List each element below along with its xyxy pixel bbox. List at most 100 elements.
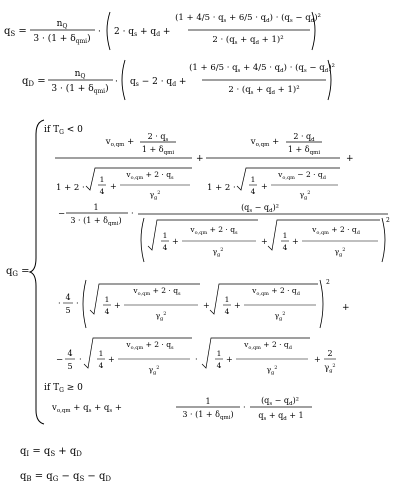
svg-text:·: · [79, 355, 82, 365]
svg-text:4: 4 [65, 293, 70, 302]
eq2-lhs: qD = [22, 76, 46, 88]
eq1-num: nQ [57, 19, 68, 30]
svg-text:+: + [226, 355, 233, 364]
svg-text:+: + [314, 355, 321, 364]
svg-text:4: 4 [283, 243, 288, 252]
svg-text:1: 1 [283, 231, 288, 240]
svg-text:3 · (1 + δqmi): 3 · (1 + δqmi) [70, 216, 121, 227]
svg-text:vo,qm + 2 · qs: vo,qm + 2 · qs [132, 286, 181, 297]
svg-text:2 · qs: 2 · qs [148, 132, 169, 143]
svg-text:1: 1 [99, 349, 104, 358]
svg-text:+: + [234, 301, 241, 310]
eq2-frac-den: 2 · (qs + qd + 1)² [228, 84, 299, 96]
svg-text:1: 1 [251, 175, 256, 184]
svg-text:·: · [243, 403, 246, 413]
svg-text:4: 4 [100, 187, 105, 196]
svg-text:vo,qm + 2 · qs: vo,qm + 2 · qs [189, 225, 238, 236]
svg-text:2: 2 [327, 349, 332, 358]
svg-text:+: + [114, 301, 121, 310]
eq1-inner: 2 · qs + qd + [114, 27, 170, 38]
eq2-inner: qs − 2 · qd + [130, 77, 186, 88]
svg-text:γg2: γg2 [156, 311, 167, 322]
svg-text:vo,qm + 2 · qd: vo,qm + 2 · qd [251, 286, 301, 297]
svg-text:(qs − qd)²: (qs − qd)² [241, 203, 279, 214]
svg-text:·: · [98, 27, 101, 37]
equation-qd: qD = nQ 3 · (1 + δqmi) · qs − 2 · qd + (… [22, 59, 335, 101]
svg-text:1: 1 [205, 397, 210, 406]
svg-text:1 + δqmi: 1 + δqmi [142, 145, 174, 156]
svg-text:4: 4 [225, 307, 230, 316]
eq3-brace [28, 119, 45, 425]
svg-text:γg2: γg2 [267, 365, 278, 376]
svg-text:γg2: γg2 [213, 247, 224, 258]
svg-text:3 · (1 + δqmi): 3 · (1 + δqmi) [182, 410, 233, 421]
svg-text:qs + qd + 1: qs + qd + 1 [258, 411, 303, 422]
eq1-lhs: qS = [4, 26, 27, 38]
svg-text:+: + [261, 182, 268, 191]
svg-text:−: − [56, 355, 63, 365]
svg-text:5: 5 [65, 306, 70, 315]
svg-text:·: · [58, 299, 61, 309]
svg-text:2: 2 [386, 217, 390, 224]
svg-text:vo,qm + qs + qs +: vo,qm + qs + qs + [51, 403, 122, 414]
svg-text:1: 1 [217, 349, 222, 358]
svg-text:4: 4 [99, 361, 104, 370]
svg-text:4: 4 [217, 361, 222, 370]
svg-text:·: · [115, 77, 118, 87]
svg-text:1: 1 [93, 203, 98, 212]
svg-text:γg2: γg2 [150, 190, 161, 201]
svg-text:+: + [292, 237, 299, 246]
svg-text:1: 1 [105, 295, 110, 304]
svg-text:2: 2 [326, 279, 330, 286]
svg-text:·: · [195, 355, 198, 365]
svg-text:γg2: γg2 [149, 365, 160, 376]
svg-text:1: 1 [225, 295, 230, 304]
svg-text:+: + [108, 355, 115, 364]
eq1-frac-num: (1 + 4/5 · qs + 6/5 · qd) · (qs − qd)² [175, 12, 321, 24]
eq3-lhs: qG = [6, 266, 30, 278]
svg-text:1: 1 [100, 175, 105, 184]
svg-text:γg2: γg2 [275, 311, 286, 322]
svg-text:vo,qm +: vo,qm + [105, 137, 134, 148]
svg-text:vo,qm + 2 · qd: vo,qm + 2 · qd [243, 340, 293, 351]
svg-text:+: + [203, 301, 210, 310]
svg-text:γg2: γg2 [335, 247, 346, 258]
eq5: qB = qG − qS − qD [20, 471, 111, 483]
svg-text:4: 4 [251, 187, 256, 196]
svg-text:·: · [131, 209, 134, 219]
svg-text:5: 5 [67, 362, 72, 371]
eq3-cond-lt: if TG < 0 [44, 125, 83, 136]
svg-text:1 + 2 ·: 1 + 2 · [207, 183, 236, 193]
svg-text:2 · qd: 2 · qd [293, 132, 315, 143]
svg-text:vo,qm +: vo,qm + [250, 137, 279, 148]
svg-text:γg2: γg2 [324, 363, 335, 374]
svg-text:+: + [172, 237, 179, 246]
svg-text:·: · [76, 299, 79, 309]
eq3-cond-ge: if TG ≥ 0 [44, 383, 83, 394]
svg-text:vo,qm + 2 · qd: vo,qm + 2 · qd [311, 225, 361, 236]
svg-text:vo,qm + 2 · qs: vo,qm + 2 · qs [125, 340, 174, 351]
svg-text:γg2: γg2 [300, 190, 311, 201]
eq2-num: nQ [75, 69, 86, 80]
svg-text:+: + [196, 154, 204, 164]
svg-text:4: 4 [67, 349, 72, 358]
svg-text:+: + [261, 237, 268, 246]
svg-text:+: + [110, 182, 117, 191]
eq1-den: 3 · (1 + δqmi) [33, 33, 90, 45]
svg-text:+: + [342, 303, 350, 313]
svg-text:vo,qm − 2 · qd: vo,qm − 2 · qd [277, 170, 327, 181]
eq2-frac-num: (1 + 6/5 · qs + 4/5 · qd) · (qs − qd)² [189, 62, 335, 74]
equation-qs: qS = nQ 3 · (1 + δqmi) · 2 · qs + qd + (… [4, 11, 321, 51]
svg-text:+: + [346, 154, 354, 164]
svg-text:vo,qm + 2 · qs: vo,qm + 2 · qs [125, 170, 174, 181]
svg-text:4: 4 [105, 307, 110, 316]
eq2-den: 3 · (1 + δqmi) [51, 83, 108, 95]
equation-qg: qG = if TG < 0 vo,qm + 2 · qs 1 + δqmi 1… [6, 119, 390, 425]
svg-text:−: − [58, 209, 65, 219]
svg-text:(qs − qd)²: (qs − qd)² [261, 396, 299, 407]
svg-text:4: 4 [163, 243, 168, 252]
eq4: qI = qS + qD [20, 446, 82, 458]
svg-text:1: 1 [163, 231, 168, 240]
